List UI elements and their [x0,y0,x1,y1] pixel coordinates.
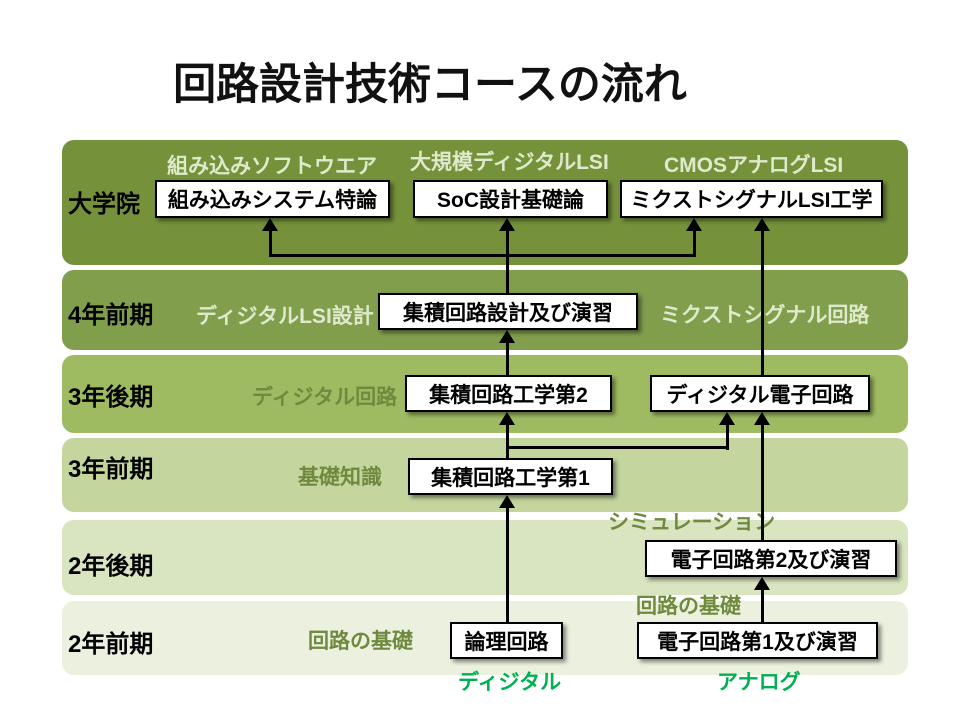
topic-label-basic-knowledge: 基礎知識 [298,466,382,489]
connector-elec2-to-digital-electronics [761,424,764,540]
course-box-digital-electronics: ディジタル電子回路 [650,375,870,412]
arrowhead-into-elec2 [754,577,770,590]
course-box-ic-engineering-2: 集積回路工学第2 [405,375,612,412]
connector-ic2-to-icdesign [506,342,509,375]
course-box-soc-design: SoC設計基礎論 [413,180,608,218]
row-label-2y-second: 2年後期 [68,553,154,580]
track-label-analog: アナログ [717,671,801,694]
topic-label-circuit-basics-analog: 回路の基礎 [636,595,741,618]
topic-label-embedded-software: 組み込みソフトウエア [167,155,377,178]
course-box-ic-engineering-1: 集積回路工学第1 [408,458,613,495]
arrowhead-into-embedded [262,218,278,231]
row-label-2y-first: 2年前期 [68,631,154,658]
topic-label-digital-lsi-design: ディジタルLSI設計 [196,305,374,328]
track-label-digital: ディジタル [458,671,562,694]
arrowhead-into-ic1 [499,495,515,508]
arrowhead-into-icdesign [499,330,515,343]
connector-horizontal-graduate-branch [269,254,696,257]
topic-label-circuit-basics-digital: 回路の基礎 [308,630,413,653]
topic-label-cmos-analog-lsi: CMOSアナログLSI [664,154,844,177]
arrowhead-into-digital-electronics-right [754,412,770,425]
row-label-4y-first: 4年前期 [68,302,154,329]
page-title: 回路設計技術コースの流れ [173,61,687,109]
course-box-embedded-systems: 組み込みシステム特論 [155,180,390,218]
connector-logic-to-ic1 [506,508,509,622]
arrowhead-into-soc [499,218,515,231]
course-box-electronics-1: 電子回路第1及び演習 [637,622,878,659]
course-box-electronics-2: 電子回路第2及び演習 [645,540,897,577]
topic-label-large-scale-digital-lsi: 大規模ディジタルLSI [410,151,609,174]
connector-horizontal-ic1-branch [506,446,729,449]
course-box-logic-circuits: 論理回路 [450,622,563,659]
connector-elec1-to-elec2 [761,589,764,622]
connector-ic1-to-ic2 [506,424,509,458]
connector-branch-up-to-mixed-signal [693,230,696,257]
connector-branch-up-to-embedded [269,230,272,257]
arrowhead-into-digital-electronics-left [719,412,735,425]
connector-digital-electronics-to-mixed-signal [761,230,764,375]
arrowhead-into-mixed-signal-right [754,218,770,231]
topic-label-simulation: シミュレーション [608,511,776,534]
arrowhead-into-mixed-signal-left [686,218,702,231]
row-label-graduate: 大学院 [68,191,140,218]
arrowhead-into-ic2 [499,412,515,425]
course-box-ic-design-practice: 集積回路設計及び演習 [378,293,638,330]
connector-branch-up-to-digital-electronics [726,424,729,450]
topic-label-mixed-signal-circuit: ミクストシグナル回路 [660,304,870,327]
connector-icdesign-to-soc [506,230,509,293]
row-label-3y-first: 3年前期 [68,456,154,483]
topic-label-digital-circuit: ディジタル回路 [252,386,398,409]
row-label-3y-second: 3年後期 [68,384,154,411]
course-box-mixed-signal-lsi: ミクストシグナルLSI工学 [620,180,883,218]
